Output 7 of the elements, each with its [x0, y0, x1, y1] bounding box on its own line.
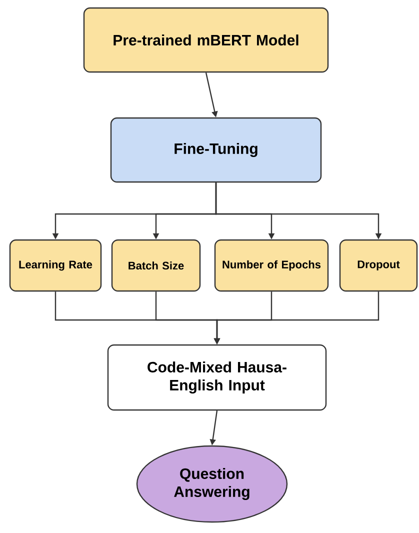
model-box: Pre-trained mBERT Model	[83, 7, 329, 73]
parameter-box: Dropout	[339, 239, 418, 292]
parameter-box: Number of Epochs	[214, 239, 329, 292]
input-box: Code-Mixed Hausa-English Input	[107, 344, 327, 411]
parameter-box: Learning Rate	[9, 239, 102, 292]
parameter-box: Batch Size	[111, 239, 201, 292]
process-box: Fine-Tuning	[110, 117, 322, 183]
